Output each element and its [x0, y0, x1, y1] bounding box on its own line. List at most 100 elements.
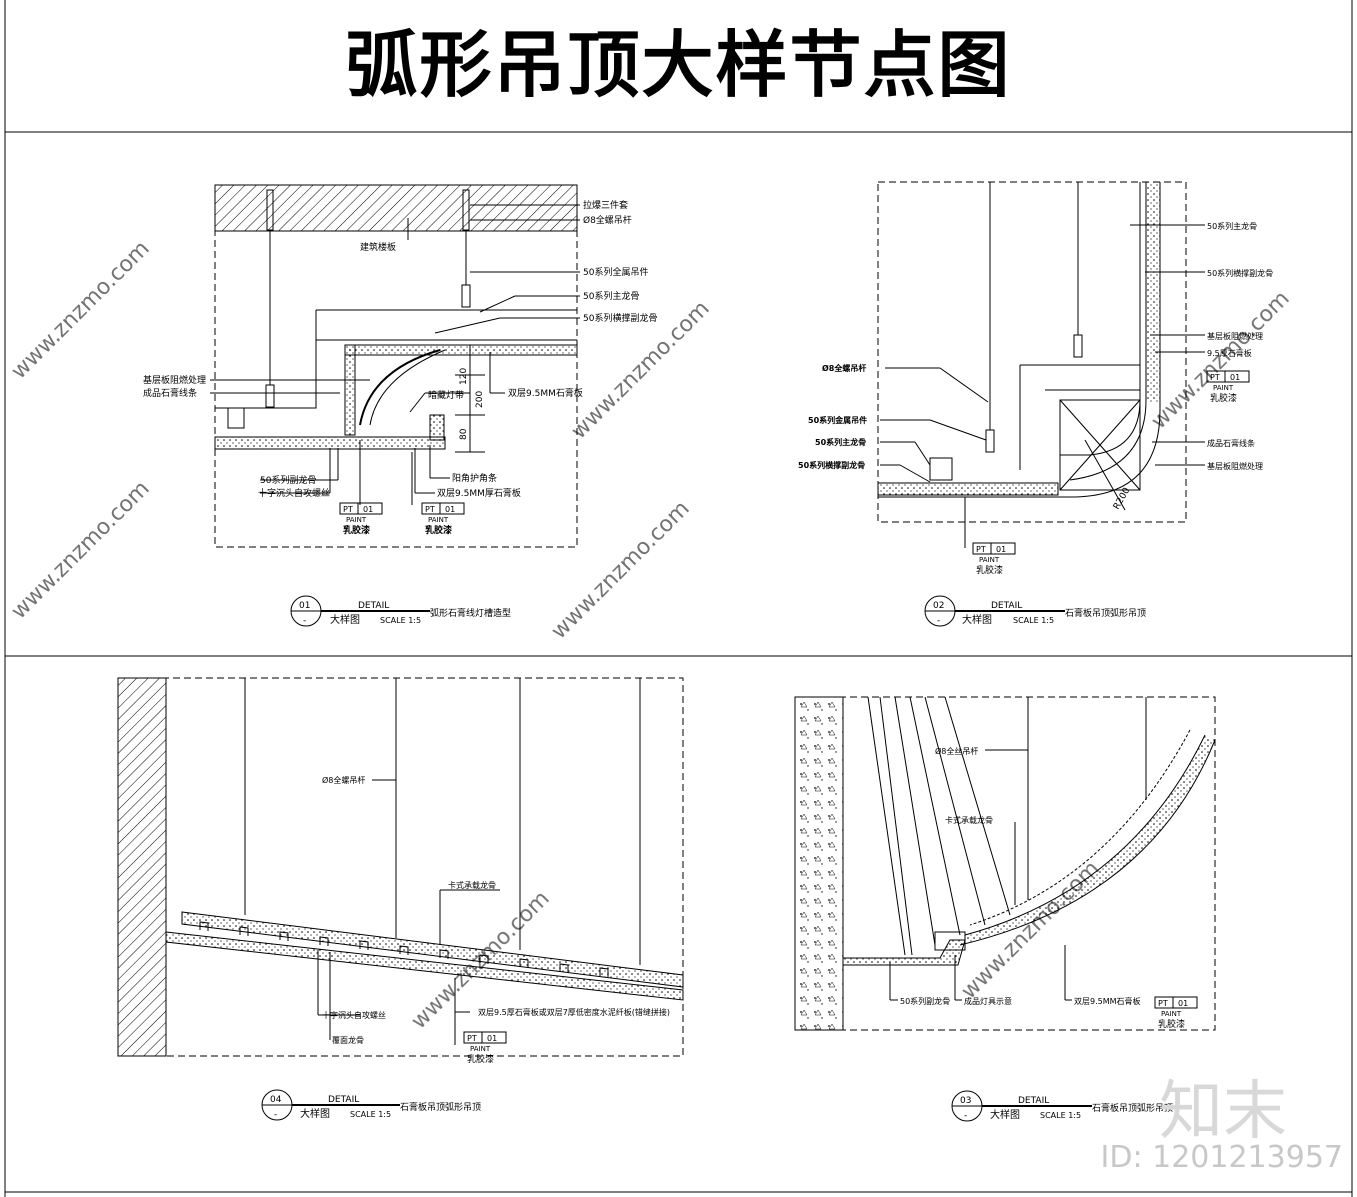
svg-text:01: 01 [363, 505, 373, 514]
svg-text:-: - [274, 1110, 277, 1120]
label-04-1: Ø8全螺吊杆 [322, 775, 365, 785]
svg-text:大样图: 大样图 [962, 613, 992, 626]
label-01-13: 阳角护角条 [452, 472, 497, 484]
paint-tag-02-b: PT 01 PAINT 乳胶漆 [972, 542, 1016, 576]
label-03-5: 双层9.5MM石膏板 [1074, 996, 1141, 1006]
svg-text:PAINT: PAINT [470, 1045, 491, 1053]
svg-text:石膏板吊顶弧形吊顶: 石膏板吊顶弧形吊顶 [400, 1101, 481, 1113]
label-03-2: 卡式承载龙骨 [945, 815, 993, 825]
page-title: 弧形吊顶大样节点图 [345, 22, 1012, 107]
svg-text:02: 02 [933, 601, 944, 611]
label-02-4: 9.5厚石膏板 [1207, 348, 1252, 358]
svg-text:DETAIL: DETAIL [991, 601, 1022, 611]
svg-text:PAINT: PAINT [1161, 1010, 1182, 1018]
svg-text:PAINT: PAINT [979, 556, 1000, 564]
label-01-8: 成品石膏线条 [143, 387, 197, 399]
svg-text:DETAIL: DETAIL [1018, 1096, 1049, 1106]
svg-text:www.znzmo.com: www.znzmo.com [1147, 286, 1295, 434]
label-01-4: 50系列全属吊件 [583, 266, 648, 278]
sheet-frame [4, 0, 1353, 1197]
label-02-1: 50系列主龙骨 [1207, 221, 1257, 231]
svg-text:大样图: 大样图 [300, 1107, 330, 1120]
svg-text:大样图: 大样图 [330, 613, 360, 626]
label-02-2: 50系列横撑副龙骨 [1207, 268, 1273, 278]
svg-text:www.znzmo.com: www.znzmo.com [7, 476, 155, 624]
label-01-12: 十字沉头自攻螺丝 [258, 487, 330, 499]
label-02-6: 50系列金属吊件 [808, 415, 867, 425]
svg-text:01: 01 [996, 545, 1006, 554]
label-02-5: Ø8全螺吊杆 [822, 363, 866, 373]
svg-text:04: 04 [270, 1095, 282, 1105]
svg-text:乳胶漆: 乳胶漆 [1210, 392, 1237, 404]
svg-text:石膏板吊顶弧形吊顶: 石膏板吊顶弧形吊顶 [1065, 607, 1146, 619]
label-02-10: 基层板阻燃处理 [1207, 461, 1263, 471]
svg-text:www.znzmo.com: www.znzmo.com [547, 496, 695, 644]
svg-text:乳胶漆: 乳胶漆 [467, 1053, 494, 1065]
svg-text:弧形石膏线灯槽造型: 弧形石膏线灯槽造型 [430, 607, 511, 619]
svg-text:www.znzmo.com: www.znzmo.com [957, 856, 1105, 1004]
svg-text:01: 01 [299, 601, 310, 611]
detail-03: Ø8全丝吊杆 卡式承载龙骨 50系列副龙骨 成品灯具示意 双层9.5MM石膏板 … [794, 696, 1216, 1122]
label-04-4: 覆面龙骨 [332, 1035, 364, 1045]
svg-text:PAINT: PAINT [346, 516, 367, 524]
detail-title-02: 02 - DETAIL 大样图 SCALE 1:5 石膏板吊顶弧形吊顶 [924, 595, 1146, 627]
label-01-11: 50系列副龙骨 [260, 474, 316, 486]
svg-text:SCALE 1:5: SCALE 1:5 [380, 616, 421, 625]
detail-04: Ø8全螺吊杆 卡式承载龙骨 十字沉头自攻螺丝 覆面龙骨 双层9.5厚石膏板或双层… [117, 677, 684, 1121]
label-01-10: 双层9.5MM石膏板 [508, 387, 583, 399]
label-04-5: 双层9.5厚石膏板或双层7厚低密度水泥纤板(错缝拼接) [478, 1007, 670, 1017]
watermark-brand: 知末 [1159, 1075, 1287, 1149]
label-02-7: 50系列主龙骨 [815, 437, 866, 447]
label-02-8: 50系列横撑副龙骨 [798, 460, 865, 470]
svg-text:PT: PT [467, 1034, 477, 1043]
detail-01: 拉爆三件套 Ø8全螺吊杆 建筑楼板 50系列全属吊件 50系列主龙骨 50系列横… [143, 184, 657, 627]
label-01-6: 50系列横撑副龙骨 [583, 312, 657, 324]
detail-02: 50系列主龙骨 50系列横撑副龙骨 基层板阻燃处理 9.5厚石膏板 Ø8全螺吊杆… [798, 181, 1273, 627]
detail-title-04: 04 - DETAIL 大样图 SCALE 1:5 石膏板吊顶弧形吊顶 [261, 1089, 481, 1121]
svg-text:www.znzmo.com: www.znzmo.com [7, 236, 155, 384]
label-01-7: 基层板阻燃处理 [143, 374, 206, 386]
detail-title-01: 01 - DETAIL 大样图 SCALE 1:5 弧形石膏线灯槽造型 [290, 595, 511, 627]
svg-text:SCALE 1:5: SCALE 1:5 [350, 1110, 391, 1119]
svg-text:PAINT: PAINT [1213, 384, 1234, 392]
svg-text:PT: PT [1158, 999, 1168, 1008]
dim-01-2: 200 [475, 391, 485, 408]
svg-text:PT: PT [343, 505, 353, 514]
label-01-5: 50系列主龙骨 [583, 290, 639, 302]
svg-text:乳胶漆: 乳胶漆 [343, 524, 370, 536]
label-01-9: 暗藏灯带 [428, 389, 464, 401]
svg-text:DETAIL: DETAIL [328, 1095, 359, 1105]
dim-01-3: 80 [459, 428, 469, 440]
svg-text:01: 01 [445, 505, 455, 514]
label-01-14: 双层9.5MM厚石膏板 [437, 487, 521, 499]
paint-tag-03: PT 01 PAINT 乳胶漆 [1154, 996, 1198, 1030]
svg-text:大样图: 大样图 [990, 1108, 1020, 1121]
paint-tag-02-a: PT 01 PAINT 乳胶漆 [1206, 370, 1250, 404]
svg-text:03: 03 [960, 1096, 971, 1106]
label-01-1: 拉爆三件套 [583, 199, 628, 211]
svg-text:-: - [303, 616, 306, 626]
svg-text:SCALE 1:5: SCALE 1:5 [1013, 616, 1054, 625]
svg-text:PT: PT [1210, 373, 1220, 382]
svg-text:DETAIL: DETAIL [358, 601, 389, 611]
label-04-3: 十字沉头自攻螺丝 [322, 1010, 386, 1020]
svg-text:-: - [964, 1111, 967, 1121]
svg-text:乳胶漆: 乳胶漆 [976, 564, 1003, 576]
svg-text:01: 01 [1178, 999, 1188, 1008]
svg-text:PT: PT [425, 505, 435, 514]
svg-text:乳胶漆: 乳胶漆 [1158, 1018, 1185, 1030]
watermark-id: ID: 1201213957 [1100, 1140, 1343, 1175]
paint-tag-04: PT 01 PAINT 乳胶漆 [463, 1031, 507, 1065]
label-02-9: 成品石膏线条 [1207, 438, 1255, 448]
label-03-1: Ø8全丝吊杆 [935, 746, 978, 756]
paint-tag-01-a: PT 01 PAINT 乳胶漆 [339, 502, 383, 536]
label-02-3: 基层板阻燃处理 [1207, 331, 1263, 341]
label-01-2: Ø8全螺吊杆 [583, 214, 632, 226]
svg-text:PT: PT [976, 545, 986, 554]
svg-text:PAINT: PAINT [428, 516, 449, 524]
dim-01-1: 120 [459, 368, 469, 385]
svg-text:石膏板吊顶弧形吊顶: 石膏板吊顶弧形吊顶 [1092, 1102, 1173, 1114]
label-04-2: 卡式承载龙骨 [448, 880, 496, 890]
